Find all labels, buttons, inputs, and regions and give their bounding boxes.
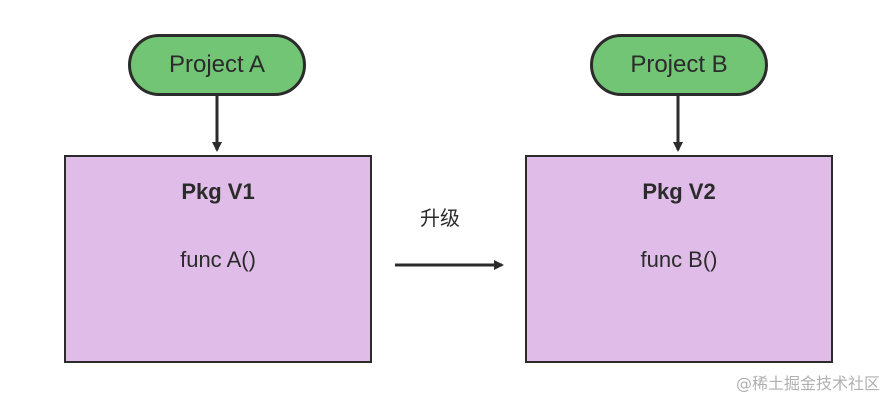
- node-pkg-v2-title: Pkg V2: [642, 179, 716, 204]
- node-project-a-label: Project A: [168, 51, 266, 78]
- edge-upgrade-label: 升级: [420, 206, 460, 230]
- node-pkg-v2-func: func B(): [640, 247, 718, 272]
- node-pkg-v1-title: Pkg V1: [181, 179, 255, 204]
- node-pkg-v2: Pkg V2 func B(): [525, 155, 833, 363]
- node-pkg-v1-func: func A(): [180, 247, 256, 272]
- watermark: @稀土掘金技术社区: [735, 374, 880, 393]
- node-pkg-v1: Pkg V1 func A(): [64, 155, 372, 363]
- node-project-b-label: Project B: [630, 51, 728, 78]
- node-project-b: Project B: [590, 34, 768, 96]
- node-project-a: Project A: [128, 34, 306, 96]
